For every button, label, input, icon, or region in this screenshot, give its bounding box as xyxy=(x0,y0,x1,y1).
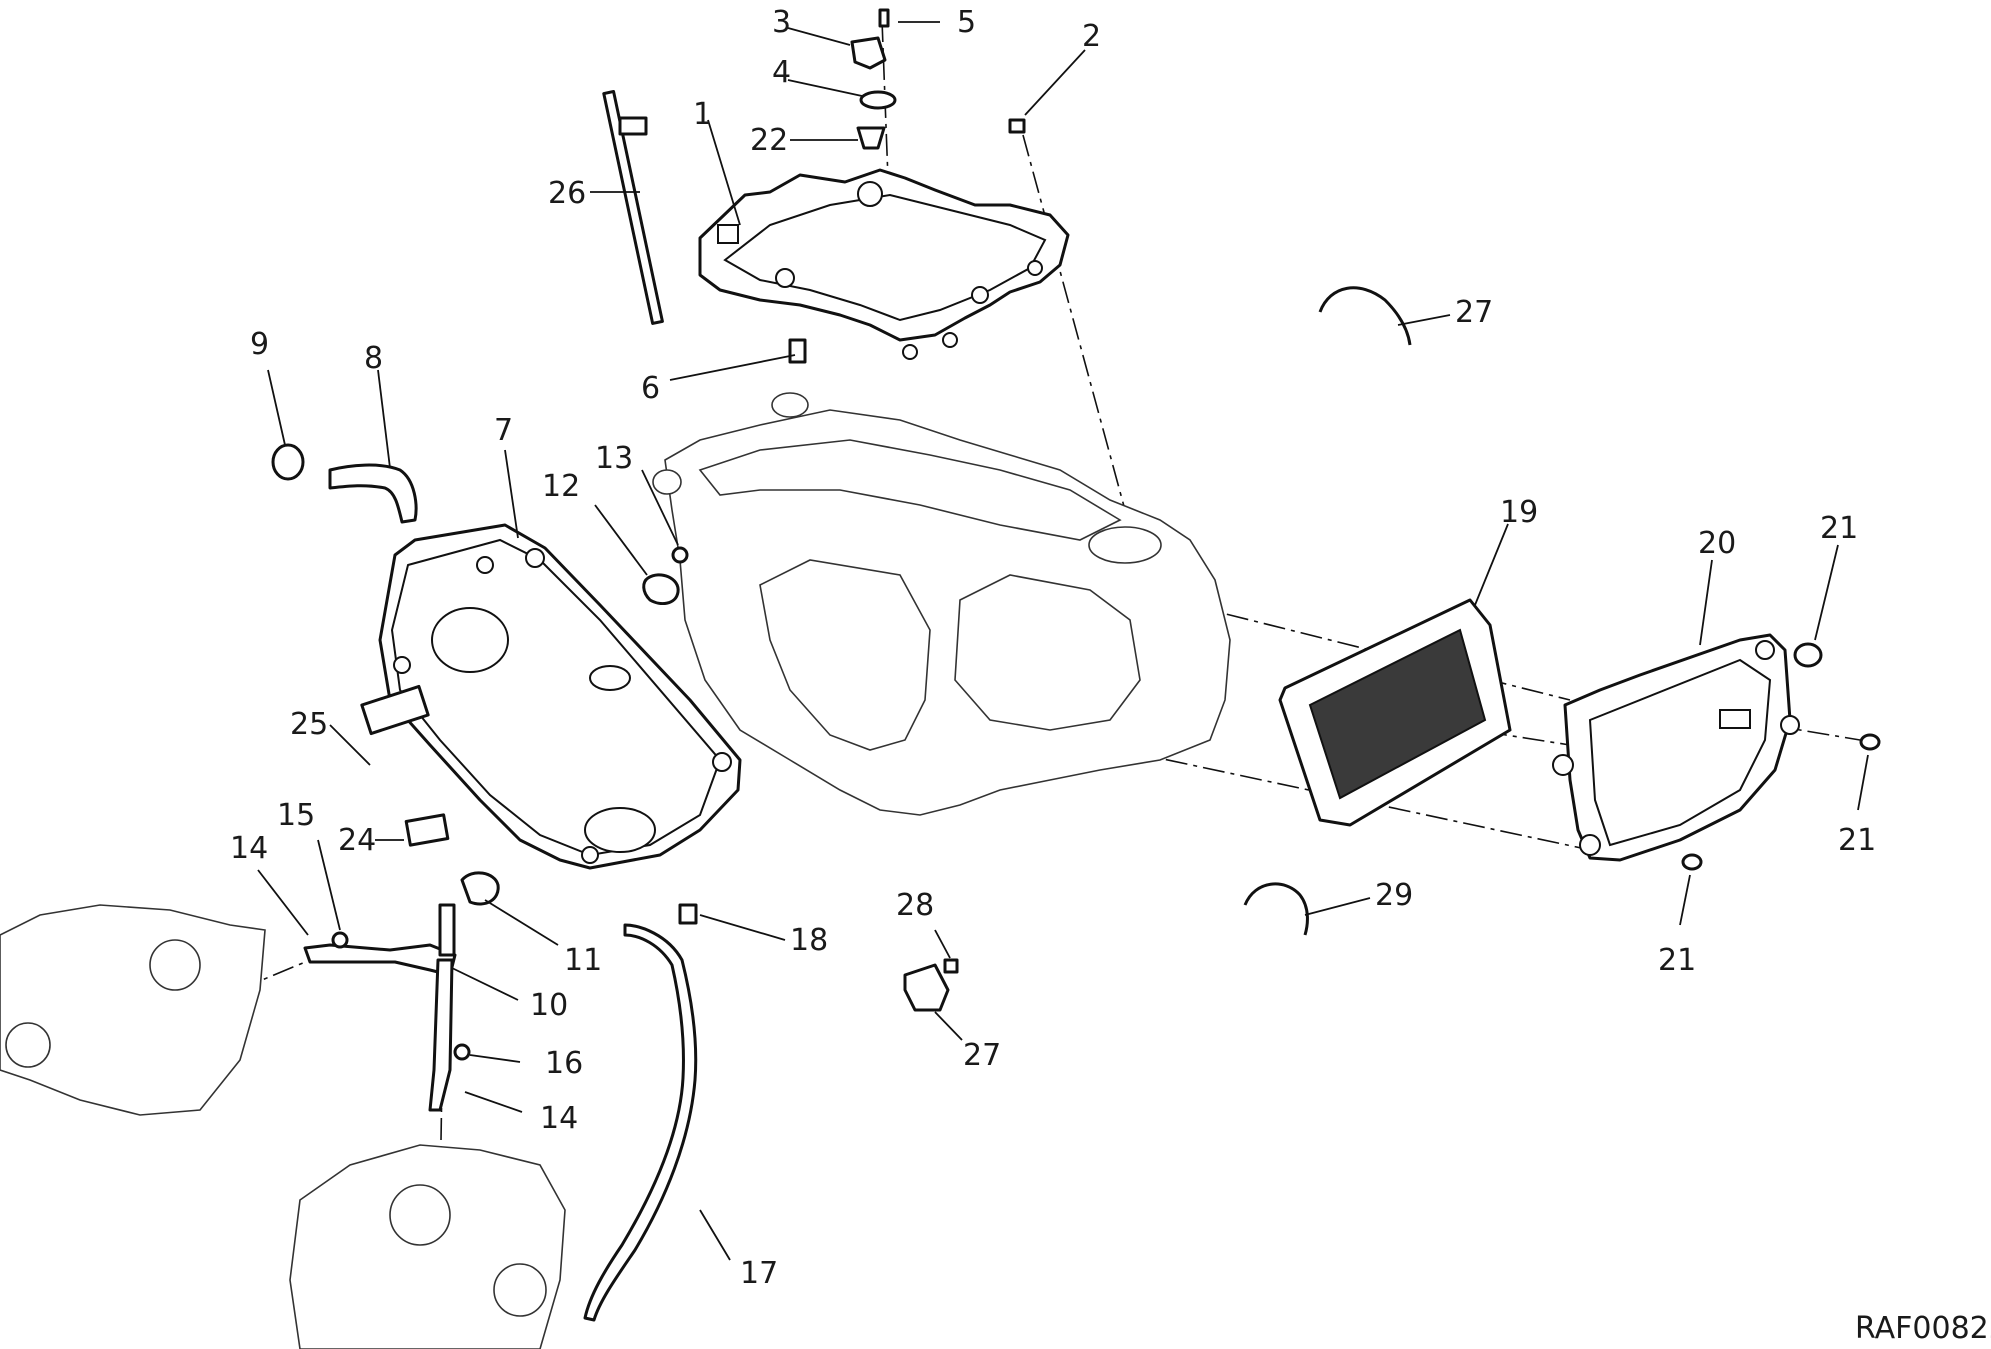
gasket-11 xyxy=(460,871,500,906)
airbox-cover-part xyxy=(698,168,1070,360)
callout-15a: 15 xyxy=(277,798,315,833)
lower-airbox-part xyxy=(378,523,742,870)
callout-12: 12 xyxy=(542,469,580,504)
callout-11: 11 xyxy=(564,943,602,978)
pad-23 xyxy=(404,813,450,847)
callout-21b: 21 xyxy=(1658,943,1696,978)
callout-17: 18 xyxy=(790,923,828,958)
hose-10-top xyxy=(303,943,457,977)
clamp-9 xyxy=(271,443,305,481)
clamp-17 xyxy=(678,903,698,925)
callout-10: 10 xyxy=(530,988,568,1023)
strap-26 xyxy=(1318,286,1412,346)
callout-1: 1 xyxy=(693,97,712,132)
hose-10-down xyxy=(428,958,454,1112)
callout-labels: 3 5 4 2 22 1 26 6 27 9 8 7 13 12 25 24 1… xyxy=(230,5,1991,1346)
callout-23: 24 xyxy=(338,823,376,858)
callout-22: 22 xyxy=(750,123,788,158)
callout-29: 29 xyxy=(1375,878,1413,913)
screw-15b xyxy=(453,1043,471,1061)
vent-fitting-3 xyxy=(850,36,887,70)
callout-28: 28 xyxy=(896,888,934,923)
cable-tie-24 xyxy=(602,90,664,325)
pad-25 xyxy=(360,684,430,736)
screw-15a xyxy=(331,931,349,949)
callout-21a: 21 xyxy=(1838,823,1876,858)
callout-8: 8 xyxy=(364,341,383,376)
grommet-22 xyxy=(856,126,886,150)
strap-29 xyxy=(1243,882,1309,936)
callout-6: 6 xyxy=(641,371,660,406)
callout-4: 4 xyxy=(772,55,791,90)
callout-24: 26 xyxy=(548,176,586,211)
hose-8 xyxy=(328,463,418,524)
screw-2 xyxy=(1008,118,1026,134)
screw-13 xyxy=(671,546,689,564)
callout-14a: 14 xyxy=(230,831,268,866)
callout-27: 27 xyxy=(963,1038,1001,1073)
diagram-code: RAF00822 xyxy=(1855,1311,1991,1346)
gasket-12 xyxy=(642,573,680,606)
air-filter-part xyxy=(1278,598,1512,827)
callout-9: 9 xyxy=(250,327,269,362)
left-parts xyxy=(271,443,698,1322)
top-fasteners xyxy=(602,8,1026,364)
hose-10-stub xyxy=(438,903,456,957)
callout-2: 2 xyxy=(1082,19,1101,54)
callout-leaders xyxy=(257,21,1869,1261)
callout-5: 5 xyxy=(957,5,976,40)
tie-head-24 xyxy=(618,116,648,136)
clamp-20 xyxy=(1793,642,1823,668)
callout-26: 27 xyxy=(1455,295,1493,330)
callout-3: 3 xyxy=(772,5,791,40)
clamp-27 xyxy=(903,963,950,1012)
callout-25: 25 xyxy=(290,707,328,742)
hose-16 xyxy=(583,923,698,1322)
engine-heads-ghost xyxy=(0,904,566,1349)
callout-20: 21 xyxy=(1820,511,1858,546)
airbox-lid-part xyxy=(1552,633,1800,862)
screw-28 xyxy=(943,958,959,974)
seal-ring-4 xyxy=(859,90,897,110)
callout-18: 19 xyxy=(1500,495,1538,530)
frame-ghost xyxy=(652,392,1231,816)
callout-14b: 14 xyxy=(540,1101,578,1136)
screw-21b xyxy=(1681,853,1703,871)
right-fasteners xyxy=(903,286,1881,1012)
screw-21a xyxy=(1859,733,1881,751)
clip-6 xyxy=(788,338,807,364)
callout-7: 7 xyxy=(494,413,513,448)
callout-16: 17 xyxy=(740,1256,778,1291)
screw-5 xyxy=(878,8,890,28)
callout-15b: 16 xyxy=(545,1046,583,1081)
callout-19: 20 xyxy=(1698,526,1736,561)
callout-13: 13 xyxy=(595,441,633,476)
